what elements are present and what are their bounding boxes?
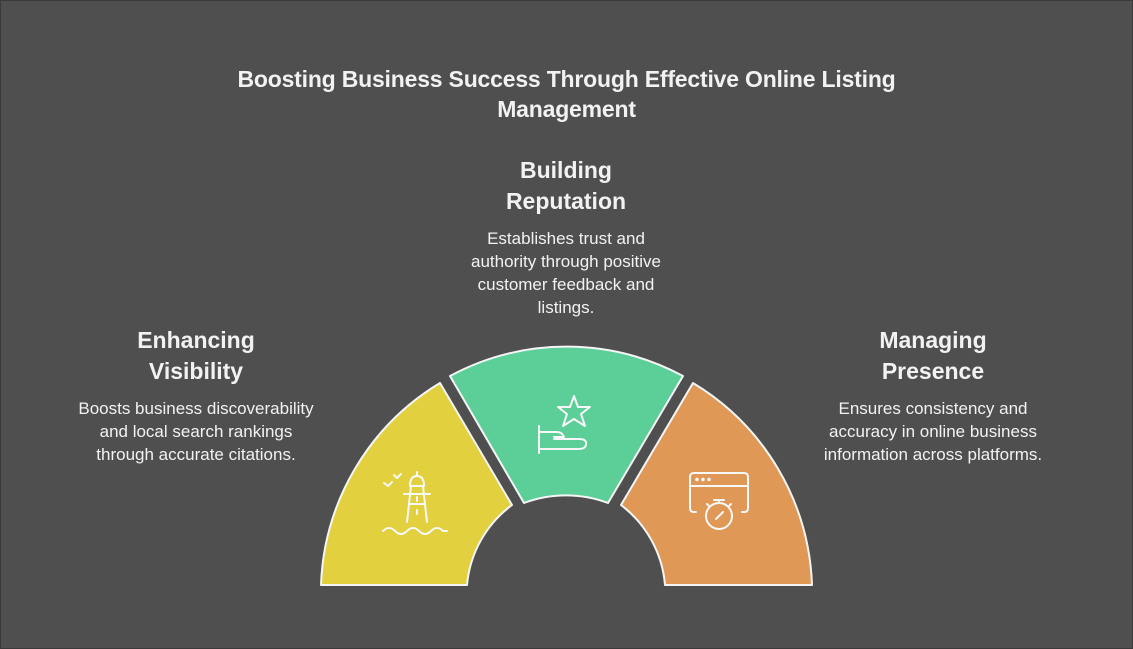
hand-star-icon <box>538 395 591 454</box>
heading-line: Presence <box>881 358 985 384</box>
lighthouse-icon <box>382 471 448 535</box>
heading-line: Enhancing <box>137 327 255 353</box>
heading-line: Managing <box>879 327 987 353</box>
segment-managing-presence <box>620 382 813 586</box>
heading-line: Visibility <box>148 358 244 384</box>
diagram-title: Boosting Business Success Through Effect… <box>237 66 896 122</box>
managing-presence-description: Ensures consistency and accuracy in onli… <box>823 399 1043 464</box>
heading-line: Reputation <box>505 188 627 214</box>
segment-enhancing-visibility <box>320 382 513 586</box>
browser-stopwatch-icon <box>689 472 749 530</box>
heading-line: Building <box>520 157 612 183</box>
enhancing-visibility-description: Boosts business discoverability and loca… <box>78 399 314 464</box>
building-reputation-description: Establishes trust and authority through … <box>471 229 661 317</box>
